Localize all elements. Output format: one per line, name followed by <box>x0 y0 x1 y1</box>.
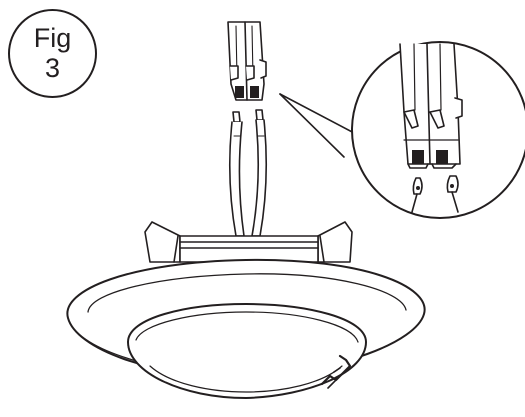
wire-pin-left <box>232 111 241 123</box>
fixture-lens <box>127 303 367 399</box>
magnified-connector-detail <box>279 41 525 219</box>
figure-label-badge: Fig 3 <box>8 9 97 98</box>
wire-connector <box>227 21 267 101</box>
mounting-bracket <box>144 221 353 263</box>
figure-label-text: Fig <box>33 23 72 53</box>
wire-pin-right <box>255 109 264 121</box>
fixture-wires <box>228 119 268 237</box>
sensor-marking <box>320 354 352 389</box>
figure-number-text: 3 <box>44 53 61 83</box>
